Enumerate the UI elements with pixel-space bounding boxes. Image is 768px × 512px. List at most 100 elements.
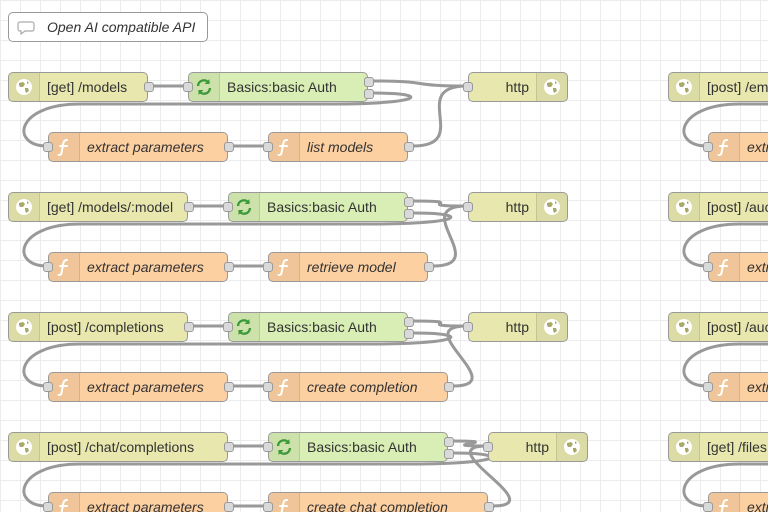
http-in-node-output-port[interactable] <box>184 322 194 332</box>
http-in-node-label: [post] /completions <box>47 319 164 335</box>
basic-auth-node-input-port[interactable] <box>183 82 193 92</box>
basic-auth-node-output-port-1[interactable] <box>404 197 414 207</box>
handler-function-node[interactable]: list models <box>263 132 414 162</box>
extract-parameters-node-input-port[interactable] <box>43 262 53 272</box>
extract-parameters-node-label: extract parameters <box>87 379 204 395</box>
extract-parameters-node-output-port[interactable] <box>224 262 234 272</box>
globe-icon <box>669 193 700 221</box>
extract-parameters-node-input-port[interactable] <box>43 382 53 392</box>
globe-icon <box>669 313 700 341</box>
basic-auth-node-output-port-2[interactable] <box>364 89 374 99</box>
handler-function-node-output-port[interactable] <box>424 262 434 272</box>
function-icon <box>269 133 300 161</box>
extract-parameters-node-label: extract parameters <box>87 499 204 512</box>
http-in-node-label: [post] /auc <box>707 199 768 215</box>
function-icon <box>709 373 740 401</box>
extract-parameters-node[interactable]: extract parameters <box>43 132 234 162</box>
extract-parameters-node-input-port[interactable] <box>43 142 53 152</box>
http-in-node[interactable]: [post] /auc <box>668 312 768 342</box>
http-in-node[interactable]: [get] /files <box>668 432 768 462</box>
handler-function-node[interactable]: create completion <box>263 372 454 402</box>
extract-parameters-node-output-port[interactable] <box>224 382 234 392</box>
http-in-node-output-port[interactable] <box>144 82 154 92</box>
basic-auth-node-output-port-1[interactable] <box>364 77 374 87</box>
basic-auth-node-output-port-2[interactable] <box>404 329 414 339</box>
extract-parameters-node[interactable]: extr <box>703 132 768 162</box>
basic-auth-node[interactable]: Basics:basic Auth <box>263 432 454 462</box>
extract-parameters-node[interactable]: extract parameters <box>43 492 234 512</box>
handler-function-node-output-port[interactable] <box>404 142 414 152</box>
basic-auth-node[interactable]: Basics:basic Auth <box>223 192 414 222</box>
http-response-node-input-port[interactable] <box>463 82 473 92</box>
extract-parameters-node[interactable]: extr <box>703 252 768 282</box>
http-in-node[interactable]: [post] /auc <box>668 192 768 222</box>
extract-parameters-node[interactable]: extract parameters <box>43 252 234 282</box>
handler-function-node-output-port[interactable] <box>484 502 494 512</box>
http-in-node[interactable]: [post] /completions <box>8 312 194 342</box>
http-in-node[interactable]: [get] /models <box>8 72 154 102</box>
extract-parameters-node-label: extr <box>747 259 768 275</box>
extract-parameters-node-input-port[interactable] <box>703 382 713 392</box>
http-response-node[interactable]: http <box>463 72 568 102</box>
basic-auth-node-input-port[interactable] <box>223 322 233 332</box>
http-in-node[interactable]: [post] /chat/completions <box>8 432 234 462</box>
basic-auth-node-label: Basics:basic Auth <box>227 79 337 95</box>
handler-function-node-label: create completion <box>307 379 418 395</box>
handler-function-node-input-port[interactable] <box>263 142 273 152</box>
globe-icon <box>9 193 40 221</box>
http-response-node[interactable]: http <box>483 432 588 462</box>
http-response-node-label: http <box>505 319 529 335</box>
http-response-node-input-port[interactable] <box>463 202 473 212</box>
handler-function-node-output-port[interactable] <box>444 382 454 392</box>
extract-parameters-node[interactable]: extr <box>703 492 768 512</box>
extract-parameters-node-input-port[interactable] <box>43 502 53 512</box>
extract-parameters-node[interactable]: extr <box>703 372 768 402</box>
handler-function-node[interactable]: create chat completion <box>263 492 494 512</box>
basic-auth-node-input-port[interactable] <box>263 442 273 452</box>
function-icon <box>269 493 300 512</box>
basic-auth-node-label: Basics:basic Auth <box>267 319 377 335</box>
http-response-node-input-port[interactable] <box>483 442 493 452</box>
http-in-node-output-port[interactable] <box>224 442 234 452</box>
http-in-node-output-port[interactable] <box>184 202 194 212</box>
extract-parameters-node-output-port[interactable] <box>224 142 234 152</box>
handler-function-node-label: retrieve model <box>307 259 396 275</box>
extract-parameters-node-input-port[interactable] <box>703 262 713 272</box>
http-in-node-label: [post] /chat/completions <box>47 439 195 455</box>
handler-function-node-input-port[interactable] <box>263 502 273 512</box>
function-icon <box>49 373 80 401</box>
handler-function-node[interactable]: retrieve model <box>263 252 434 282</box>
http-in-node-label: [post] /auc <box>707 319 768 335</box>
basic-auth-node[interactable]: Basics:basic Auth <box>223 312 414 342</box>
http-in-node[interactable]: [post] /em <box>668 72 768 102</box>
http-response-node-label: http <box>505 199 529 215</box>
basic-auth-node-input-port[interactable] <box>223 202 233 212</box>
handler-function-node-input-port[interactable] <box>263 262 273 272</box>
extract-parameters-node-output-port[interactable] <box>224 502 234 512</box>
http-response-node-input-port[interactable] <box>463 322 473 332</box>
http-response-node[interactable]: http <box>463 192 568 222</box>
wire-auth-to-response <box>411 319 469 328</box>
handler-function-node-input-port[interactable] <box>263 382 273 392</box>
refresh-arrows-icon <box>189 73 220 101</box>
http-in-node[interactable]: [get] /models/:model <box>8 192 194 222</box>
extract-parameters-node-input-port[interactable] <box>703 142 713 152</box>
basic-auth-node-output-port-1[interactable] <box>404 317 414 327</box>
comment-node[interactable]: Open AI compatible API <box>8 12 208 42</box>
basic-auth-node-output-port-2[interactable] <box>404 209 414 219</box>
basic-auth-node[interactable]: Basics:basic Auth <box>183 72 374 102</box>
wire-offscreen-to-extract <box>682 462 768 508</box>
handler-function-node-label: list models <box>307 139 374 155</box>
extract-parameters-node-input-port[interactable] <box>703 502 713 512</box>
extract-parameters-node-label: extract parameters <box>87 139 204 155</box>
extract-parameters-node[interactable]: extract parameters <box>43 372 234 402</box>
refresh-arrows-icon <box>229 193 260 221</box>
basic-auth-node-output-port-2[interactable] <box>444 449 454 459</box>
function-icon <box>709 493 740 512</box>
extract-parameters-node-label: extr <box>747 139 768 155</box>
function-icon <box>709 133 740 161</box>
http-response-node[interactable]: http <box>463 312 568 342</box>
basic-auth-node-output-port-1[interactable] <box>444 437 454 447</box>
